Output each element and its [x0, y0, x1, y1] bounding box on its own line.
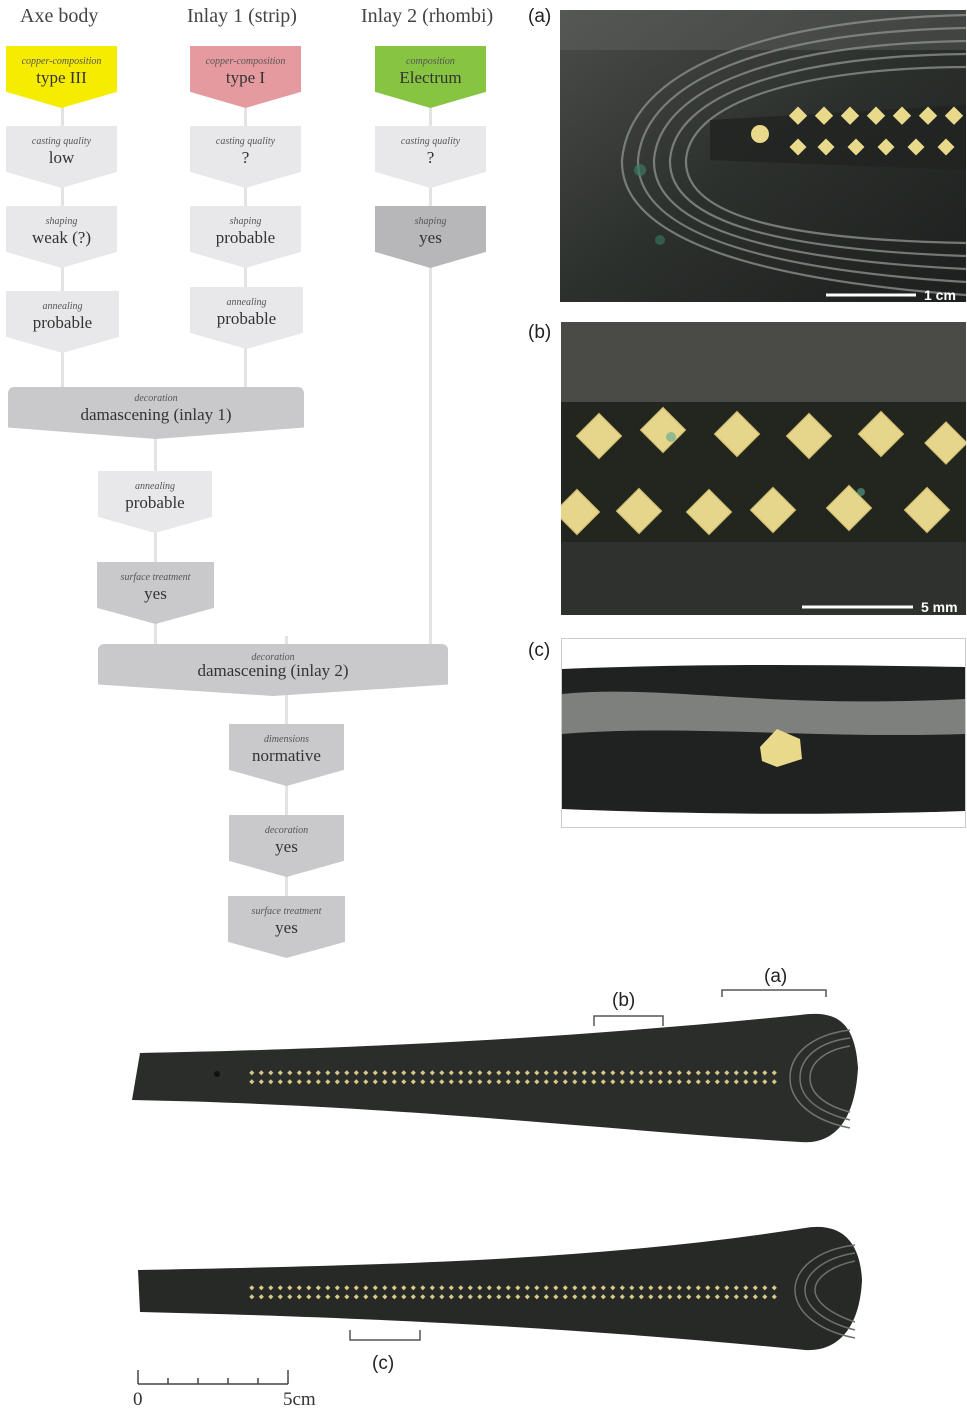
final-surface-treatment-node: surface treatment yes [228, 896, 345, 958]
node-value: damascening (inlay 2) [98, 661, 448, 681]
node-label: shaping [190, 206, 301, 227]
panel-label-b: (b) [528, 322, 551, 344]
mid-annealing-node: annealing probable [98, 471, 212, 533]
node-value: ? [190, 148, 301, 168]
node-label: shaping [6, 206, 117, 227]
node-value: probable [190, 228, 301, 248]
node-value: weak (?) [6, 228, 117, 248]
node-label: shaping [375, 206, 486, 227]
inlay1-annealing-node: annealing probable [190, 287, 303, 349]
axe-top-view [132, 1014, 858, 1142]
bracket-label-c: (c) [372, 1353, 394, 1374]
node-value: damascening (inlay 1) [8, 405, 304, 425]
node-label: casting quality [190, 126, 301, 147]
inlay2-composition-node: composition Electrum [375, 46, 486, 108]
scale-label-b: 5 mm [921, 599, 958, 615]
panel-label-c: (c) [528, 640, 550, 662]
axe-full-views: (a) (b) (c) [0, 960, 967, 1410]
node-label: surface treatment [97, 562, 214, 583]
node-label: decoration [8, 387, 304, 404]
bracket-label-a: (a) [764, 966, 787, 987]
node-value: probable [6, 313, 119, 333]
node-value: Electrum [375, 68, 486, 88]
column-title-axe-body: Axe body [20, 5, 98, 28]
inlay1-shaping-node: shaping probable [190, 206, 301, 268]
inlay1-composition-node: copper-composition type I [190, 46, 301, 108]
dimensions-node: dimensions normative [229, 724, 344, 786]
axe-annealing-node: annealing probable [6, 291, 119, 353]
scale-start-label: 0 [133, 1389, 143, 1410]
scale-end-label: 5cm [283, 1389, 316, 1410]
axe-bottom-view [138, 1227, 862, 1350]
column-title-inlay-1: Inlay 1 (strip) [187, 5, 297, 28]
closeup-rhombi-image: 5 mm [561, 322, 966, 615]
column-title-inlay-2: Inlay 2 (rhombi) [361, 5, 493, 28]
damascening-inlay2-node: decoration damascening (inlay 2) [98, 644, 448, 696]
node-value: ? [375, 148, 486, 168]
photo-panel-a: 1 cm [560, 10, 966, 302]
node-label: decoration [229, 815, 344, 836]
node-value: probable [98, 493, 212, 513]
node-label: annealing [6, 291, 119, 312]
node-label: casting quality [6, 126, 117, 147]
scale-bar-5cm [138, 1370, 288, 1384]
damascening-inlay1-node: decoration damascening (inlay 1) [8, 387, 304, 439]
inlay2-casting-node: casting quality ? [375, 126, 486, 188]
axe-composition-node: copper-composition type III [6, 46, 117, 108]
inlay2-shaping-node: shaping yes [375, 206, 486, 268]
node-label: surface treatment [228, 896, 345, 917]
axe-overview: (a) (b) (c) [0, 960, 967, 1410]
node-value: yes [228, 918, 345, 938]
node-label: copper-composition [6, 46, 117, 67]
scale-label-a: 1 cm [924, 287, 956, 302]
node-value: normative [229, 746, 344, 766]
node-label: annealing [98, 471, 212, 492]
photo-panel-b: 5 mm [561, 322, 966, 615]
axe-shaping-node: shaping weak (?) [6, 206, 117, 268]
node-value: low [6, 148, 117, 168]
axe-casting-node: casting quality low [6, 126, 117, 188]
bracket-label-b: (b) [612, 990, 635, 1011]
closeup-edge-image [562, 639, 965, 827]
photo-panel-c [561, 638, 966, 828]
final-decoration-node: decoration yes [229, 815, 344, 877]
node-label: dimensions [229, 724, 344, 745]
node-value: type III [6, 68, 117, 88]
closeup-grooves-image: 1 cm [560, 10, 966, 302]
node-value: yes [375, 228, 486, 248]
node-value: type I [190, 68, 301, 88]
node-label: casting quality [375, 126, 486, 147]
node-label: annealing [190, 287, 303, 308]
inlay1-casting-node: casting quality ? [190, 126, 301, 188]
node-label: copper-composition [190, 46, 301, 67]
node-value: probable [190, 309, 303, 329]
mid-surface-treatment-node: surface treatment yes [97, 562, 214, 624]
node-label: composition [375, 46, 486, 67]
node-value: yes [229, 837, 344, 857]
panel-label-a: (a) [528, 6, 551, 28]
node-value: yes [97, 584, 214, 604]
